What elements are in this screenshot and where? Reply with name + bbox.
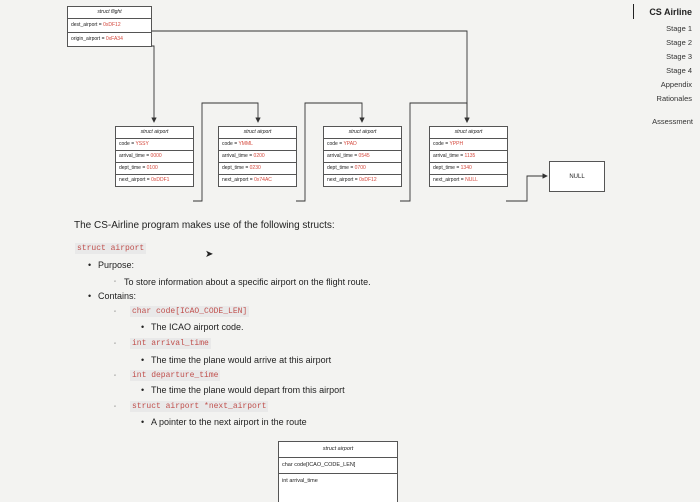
airport-struct-diagram: struct airport char code[ICAO_CODE_LEN] … [278, 441, 398, 502]
field-code: int departure_time [130, 370, 221, 381]
airport-arrival-row: arrival_time = 0545 [324, 151, 401, 163]
struct-flight-header: struct flight [68, 7, 151, 19]
bullet-icon: • [141, 355, 145, 365]
circle-bullet-icon: ◦ [114, 341, 117, 347]
airport-dept-row: dept_time = 0700 [324, 163, 401, 175]
airport-next-row: next_airport = 0xDDF1 [119, 177, 170, 183]
airport-box-3: struct airport code = YPAD arrival_time … [323, 126, 402, 187]
airport-header: struct airport [430, 127, 507, 139]
airport-dept-row: dept_time = 0230 [219, 163, 296, 175]
bullet-icon: • [141, 322, 145, 332]
sidebar-item-rationales[interactable]: Rationales [656, 94, 692, 103]
airport-header: struct airport [324, 127, 401, 139]
circle-bullet-icon: ◦ [114, 404, 117, 410]
circle-bullet-icon: ◦ [114, 309, 117, 315]
airport-code-row: code = YPAD [324, 139, 401, 151]
struct-name-code: struct airport [75, 243, 147, 254]
circle-bullet-icon: ◦ [114, 279, 117, 285]
airport-code-row: code = YMML [219, 139, 296, 151]
airport-arrival-row: arrival_time = 1135 [430, 151, 507, 163]
contains-label: Contains: [98, 291, 137, 301]
airport-arrival-row: arrival_time = 0200 [219, 151, 296, 163]
origin-airport-row: origin_airport = 0xFA34 [71, 36, 123, 42]
struct-flight-box: struct flight dest_airport = 0xDF12 orig… [67, 6, 152, 47]
mouse-cursor-icon: ➤ [205, 249, 214, 260]
bullet-icon: • [88, 260, 92, 270]
sidebar-item-stage-1[interactable]: Stage 1 [666, 24, 692, 33]
airport-box-2: struct airport code = YMML arrival_time … [218, 126, 297, 187]
field-desc: The time the plane would arrive at this … [151, 355, 332, 365]
airport-next-row: next_airport = NULL [433, 177, 478, 183]
field-code: char code[ICAO_CODE_LEN] [130, 306, 250, 317]
purpose-label: Purpose: [98, 260, 135, 270]
airport-struct-arrival-row: int arrival_time [282, 478, 318, 484]
sidebar-marker [633, 4, 634, 19]
airport-next-row: next_airport = 0x74AC [222, 177, 272, 183]
airport-header: struct airport [116, 127, 193, 139]
sidebar-item-stage-4[interactable]: Stage 4 [666, 66, 692, 75]
airport-code-row: code = YSSY [116, 139, 193, 151]
airport-box-1: struct airport code = YSSY arrival_time … [115, 126, 194, 187]
sidebar-item-appendix[interactable]: Appendix [660, 80, 692, 89]
bullet-icon: • [88, 291, 92, 301]
airport-header: struct airport [219, 127, 296, 139]
airport-box-4: struct airport code = YPPH arrival_time … [429, 126, 508, 187]
sidebar-item-stage-2[interactable]: Stage 2 [666, 38, 692, 47]
bullet-icon: • [141, 417, 145, 427]
field-desc: The time the plane would depart from thi… [151, 385, 345, 395]
bullet-icon: • [141, 385, 145, 395]
airport-dept-row: dept_time = 1340 [430, 163, 507, 175]
sidebar-item-assessment[interactable]: Assessment [652, 117, 693, 126]
sidebar-nav: CS Airline Stage 1 Stage 2 Stage 3 Stage… [630, 0, 700, 500]
airport-arrival-row: arrival_time = 0000 [116, 151, 193, 163]
airport-code-row: code = YPPH [430, 139, 507, 151]
intro-text: The CS-Airline program makes use of the … [74, 220, 335, 231]
airport-struct-header: struct airport [279, 442, 397, 458]
null-terminator: NULL [549, 161, 605, 192]
circle-bullet-icon: ◦ [114, 373, 117, 379]
purpose-text: To store information about a specific ai… [124, 277, 371, 287]
field-desc: The ICAO airport code. [151, 322, 244, 332]
field-desc: A pointer to the next airport in the rou… [151, 417, 307, 427]
airport-dept-row: dept_time = 0100 [116, 163, 193, 175]
dest-airport-row: dest_airport = 0xDF12 [68, 19, 151, 33]
sidebar-item-stage-3[interactable]: Stage 3 [666, 52, 692, 61]
airport-next-row: next_airport = 0xDF12 [327, 177, 377, 183]
sidebar-title: CS Airline [649, 7, 692, 17]
field-code: struct airport *next_airport [130, 401, 269, 412]
field-code: int arrival_time [130, 338, 211, 349]
airport-struct-code-row: char code[ICAO_CODE_LEN] [279, 458, 397, 474]
